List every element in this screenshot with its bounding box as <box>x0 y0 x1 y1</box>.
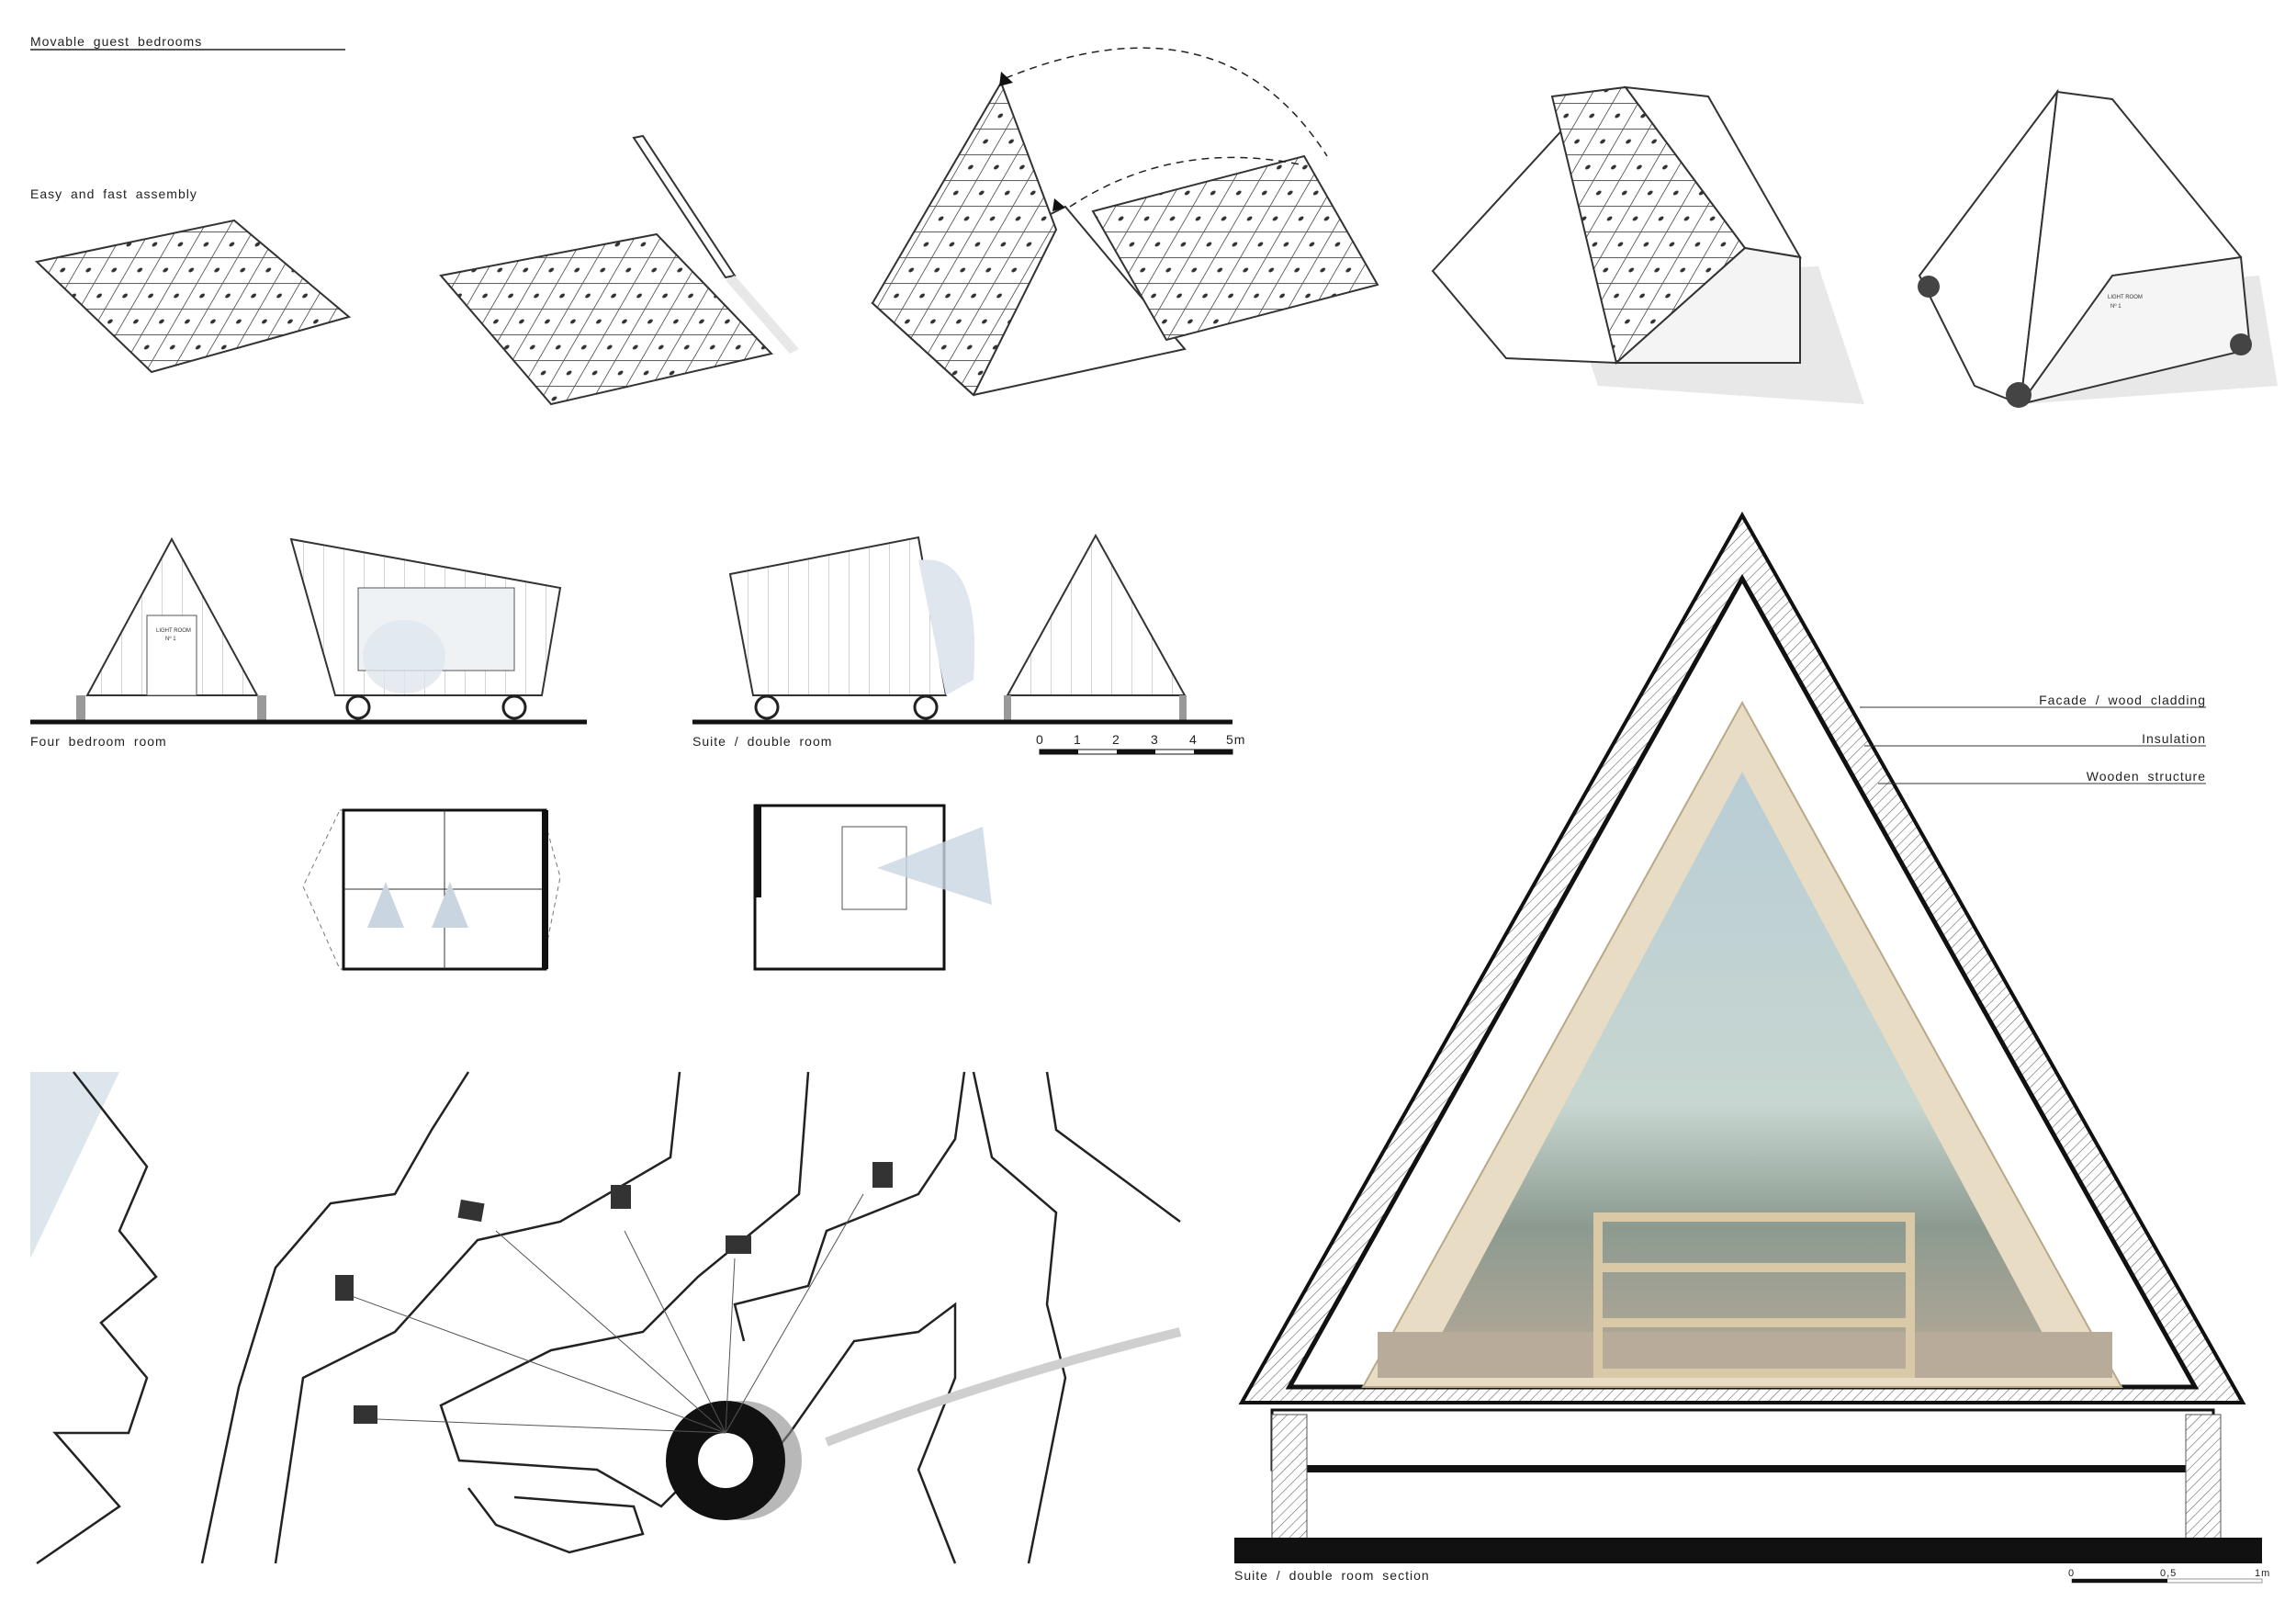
panorama-window <box>1418 772 2066 1378</box>
annotation-wooden-structure: Wooden structure <box>2087 769 2206 784</box>
door-sign: LIGHT ROOM <box>156 628 191 634</box>
module-marker <box>611 1185 631 1209</box>
wheel-icon <box>754 694 780 720</box>
section-drawing: Facade / wood cladding Insulation Wooden… <box>1234 511 2262 1563</box>
four-bedroom-side-elevation <box>289 537 562 720</box>
suite-front-elevation <box>1004 533 1187 721</box>
svg-text:5m: 5m <box>1226 732 1245 747</box>
section-scale-bar: 0 0,5 1m <box>2068 1568 2270 1584</box>
annotation-facade: Facade / wood cladding <box>2039 693 2206 707</box>
suite-floor-plan <box>753 804 992 971</box>
four-bedroom-floor-plan <box>302 808 561 971</box>
module-marker <box>726 1235 751 1254</box>
annotation-insulation: Insulation <box>2142 731 2206 746</box>
module-door-sign: LIGHT ROOM <box>2108 295 2143 300</box>
module-marker <box>354 1405 377 1424</box>
four-bedroom-label: Four bedroom room <box>30 734 167 749</box>
bed-shelf <box>1593 1212 1915 1378</box>
module-marker <box>457 1199 485 1223</box>
wheel-icon <box>1918 276 1940 298</box>
assembly-step-4-a-frame-shell <box>1431 85 1864 404</box>
module-door-number: Nº 1 <box>2110 303 2122 310</box>
suite-label: Suite / double room <box>692 734 832 749</box>
assembly-heading: Easy and fast assembly <box>30 186 197 201</box>
arrowhead-icon <box>1052 198 1065 211</box>
svg-text:1: 1 <box>1074 732 1082 747</box>
ground-slab <box>1234 1538 2262 1563</box>
assembly-step-2-grid-frame <box>439 134 799 406</box>
svg-text:3: 3 <box>1151 732 1159 747</box>
assembly-step-5-finished-module-on-wheels: LIGHT ROOM Nº 1 <box>1918 88 2278 408</box>
arrowhead-icon <box>999 72 1013 86</box>
svg-text:0: 0 <box>2068 1568 2075 1579</box>
access-road <box>825 1327 1182 1447</box>
svg-text:1m: 1m <box>2255 1568 2270 1579</box>
wheel-icon <box>501 694 527 720</box>
tyre-support <box>1271 1414 1308 1539</box>
svg-text:2: 2 <box>1112 732 1120 747</box>
site-map <box>30 1071 1182 1565</box>
door-number: Nº 1 <box>165 636 176 642</box>
svg-text:0,5: 0,5 <box>2160 1568 2177 1579</box>
four-bedroom-front-elevation: LIGHT ROOM Nº 1 <box>76 536 266 721</box>
wheel-icon <box>2230 333 2252 355</box>
board-title: Movable guest bedrooms <box>30 34 202 49</box>
suite-side-elevation <box>728 536 975 720</box>
assembly-step-3-raising-frame <box>871 47 1379 397</box>
wheel-icon <box>345 694 371 720</box>
module-marker <box>872 1162 893 1188</box>
rotation-arrow-path <box>1005 47 1328 157</box>
section-label: Suite / double room section <box>1234 1568 1430 1583</box>
wheel-icon <box>913 694 939 720</box>
tyre-support <box>2185 1414 2222 1539</box>
svg-text:4: 4 <box>1189 732 1198 747</box>
assembly-step-1-floor-panel <box>34 219 352 374</box>
module-marker <box>335 1275 354 1301</box>
wheel-icon <box>2006 382 2032 408</box>
svg-text:0: 0 <box>1036 732 1044 747</box>
elevation-scale-bar: 0 1 2 3 4 5m <box>1036 732 1245 755</box>
